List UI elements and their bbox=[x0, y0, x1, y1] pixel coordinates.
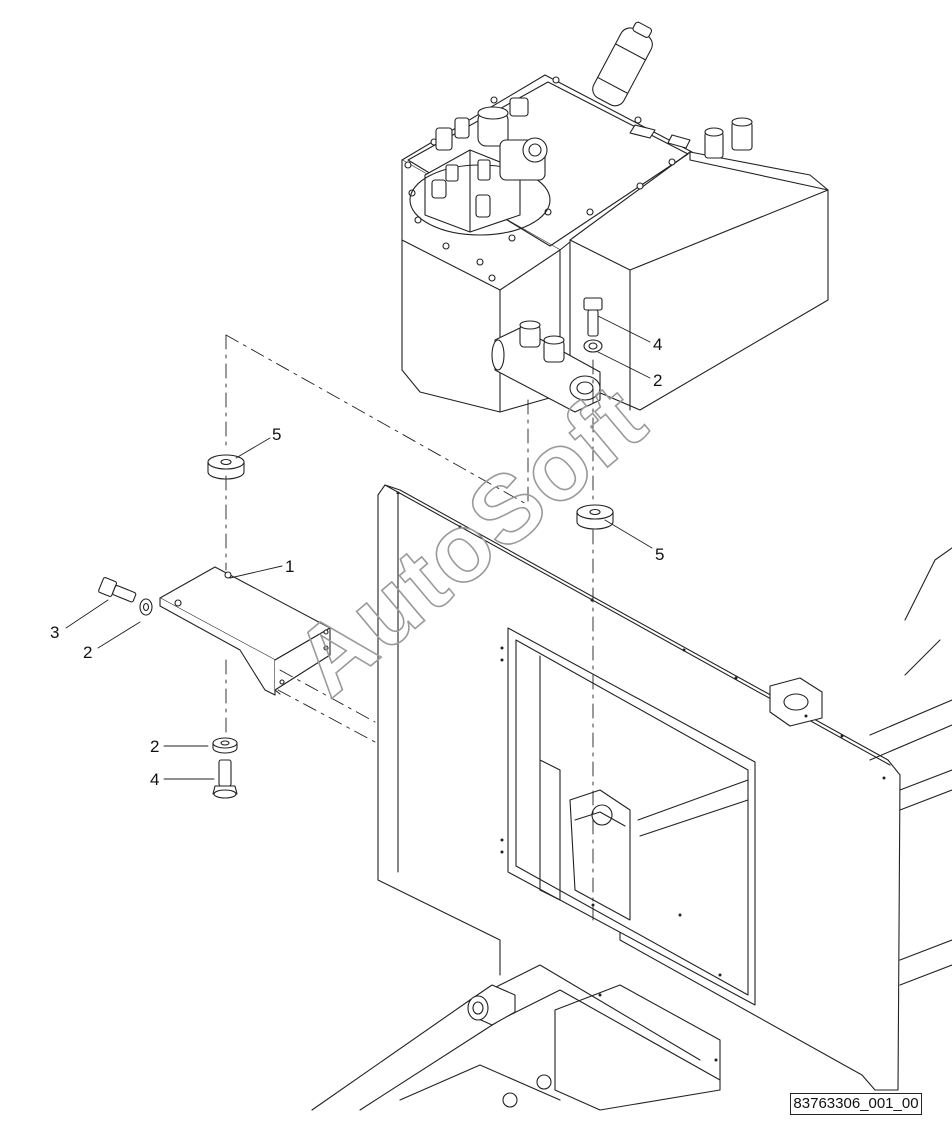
bolt-side bbox=[98, 577, 137, 603]
machine-frame bbox=[311, 484, 952, 1111]
mounting-bracket bbox=[159, 566, 331, 696]
callout-2-lower: 2 bbox=[150, 737, 159, 756]
leader-lines bbox=[65, 315, 653, 780]
callout-4-upper: 4 bbox=[653, 335, 662, 354]
callout-2-upper: 2 bbox=[653, 371, 662, 390]
callout-1: 1 bbox=[285, 557, 294, 576]
bolt-upper bbox=[583, 297, 603, 337]
callout-5-left: 5 bbox=[272, 425, 281, 444]
rubber-mount-right bbox=[576, 504, 614, 530]
washer-side bbox=[139, 598, 153, 616]
callout-2-side: 2 bbox=[83, 643, 92, 662]
bolt-bottom bbox=[212, 759, 238, 799]
callout-4-lower: 4 bbox=[150, 770, 159, 789]
washer-upper bbox=[583, 339, 603, 353]
washer-bottom bbox=[212, 737, 238, 754]
drawing-reference-code: 83763306_001_00 bbox=[790, 1093, 922, 1115]
hydraulic-tank-assembly bbox=[401, 21, 829, 413]
callout-5-right: 5 bbox=[655, 545, 664, 564]
watermark-text: AutoSoft bbox=[275, 363, 666, 716]
callout-3: 3 bbox=[50, 623, 59, 642]
rubber-mount-left bbox=[207, 454, 245, 480]
assembly-guide-lines bbox=[225, 334, 594, 921]
